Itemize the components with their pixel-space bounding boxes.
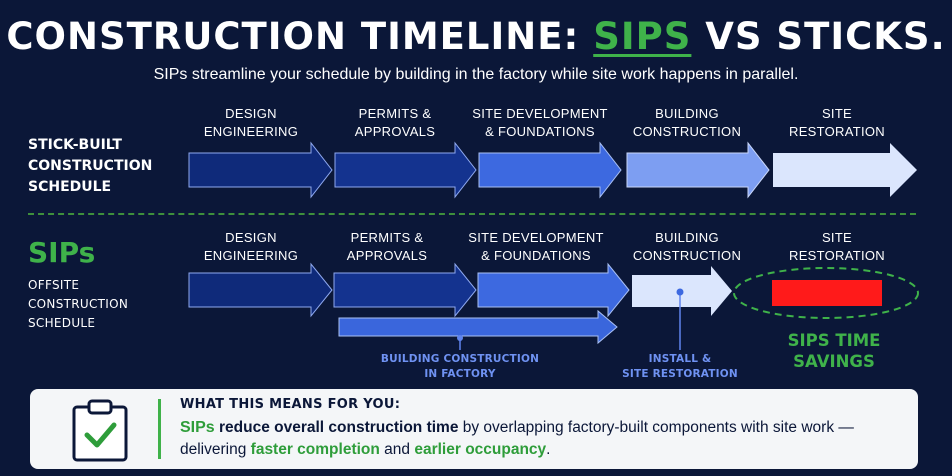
stick-arrow-4 [626,141,770,199]
panel-heading: WHAT THIS MEANS FOR YOU: [180,397,401,412]
sips-row-title: SIPs [28,236,96,269]
summary-panel: WHAT THIS MEANS FOR YOU: SIPs reduce ove… [30,389,918,469]
stick-arrow-5 [773,143,917,197]
subtitle: SIPs streamline your schedule by buildin… [153,66,799,83]
sips-arrow-2 [333,262,477,318]
factory-note: BUILDING CONSTRUCTION IN FACTORY [380,353,540,380]
clipboard-check-icon [70,397,130,467]
stick-stage-label-2: PERMITS &APPROVALS [354,106,436,139]
page-title: CONSTRUCTION TIMELINE: SIPS VS STICKS. [0,14,952,60]
sips-stage-label-3: SITE DEVELOPMENT& FOUNDATIONS [468,230,604,263]
savings-ellipse [733,267,919,319]
row-divider [28,213,916,215]
panel-body: SIPs reduce overall construction time by… [180,419,854,458]
sips-arrow-1 [188,262,333,318]
install-connector-dot [676,288,684,296]
stick-arrow-1 [188,141,333,199]
sips-row-label: OFFSITE CONSTRUCTION SCHEDULE [28,278,129,330]
savings-bar [772,280,882,306]
factory-arrow [338,309,618,345]
sips-stage-label-2: PERMITS &APPROVALS [346,230,428,263]
title-prefix: CONSTRUCTION TIMELINE: [6,15,594,58]
stick-row-label: STICK-BUILT CONSTRUCTION SCHEDULE [28,137,153,195]
title-suffix: VS STICKS. [691,15,946,58]
install-note: INSTALL & SITE RESTORATION [622,353,738,380]
sips-arrow-3 [477,262,630,318]
title-highlight: SIPS [593,15,692,58]
stick-arrow-2 [334,141,477,199]
stick-stage-label-3: SITE DEVELOPMENT& FOUNDATIONS [472,106,608,139]
panel-accent-line [158,399,161,459]
factory-connector-dot [457,335,463,341]
time-savings-label: SIPS TIME SAVINGS [787,331,881,371]
stick-arrow-3 [478,141,622,199]
